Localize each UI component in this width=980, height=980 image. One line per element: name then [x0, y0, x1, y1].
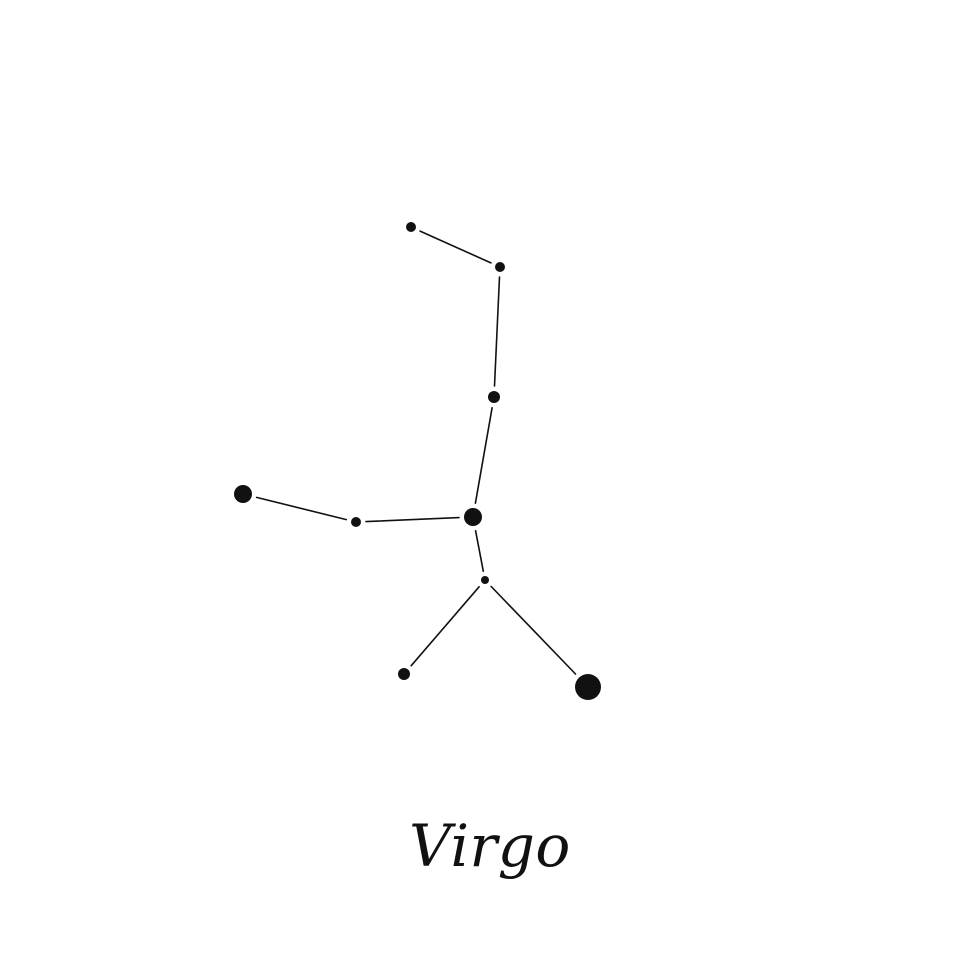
star-3-dot [488, 391, 500, 403]
constellation-line-star-4-star-7 [474, 529, 485, 573]
constellation-line-star-1-star-2 [419, 230, 492, 264]
constellation-line-star-7-star-8 [410, 585, 480, 667]
constellation-line-star-2-star-3 [493, 276, 501, 387]
constellation-stars [234, 222, 601, 700]
star-6-dot [234, 485, 252, 503]
star-1-dot [406, 222, 416, 232]
star-4-dot [464, 508, 482, 526]
star-9-dot [575, 674, 601, 700]
constellation-title: Virgo [409, 812, 571, 880]
star-7-dot [481, 576, 489, 584]
star-8-dot [398, 668, 410, 680]
constellation-line-star-6-star-5 [255, 496, 348, 521]
constellation-line-star-5-star-4 [365, 516, 460, 523]
star-5-dot [351, 517, 361, 527]
star-2-dot [495, 262, 505, 272]
constellation-line-star-7-star-9 [490, 585, 577, 675]
constellation-line-star-3-star-4 [474, 406, 493, 505]
constellation-lines [255, 230, 577, 675]
